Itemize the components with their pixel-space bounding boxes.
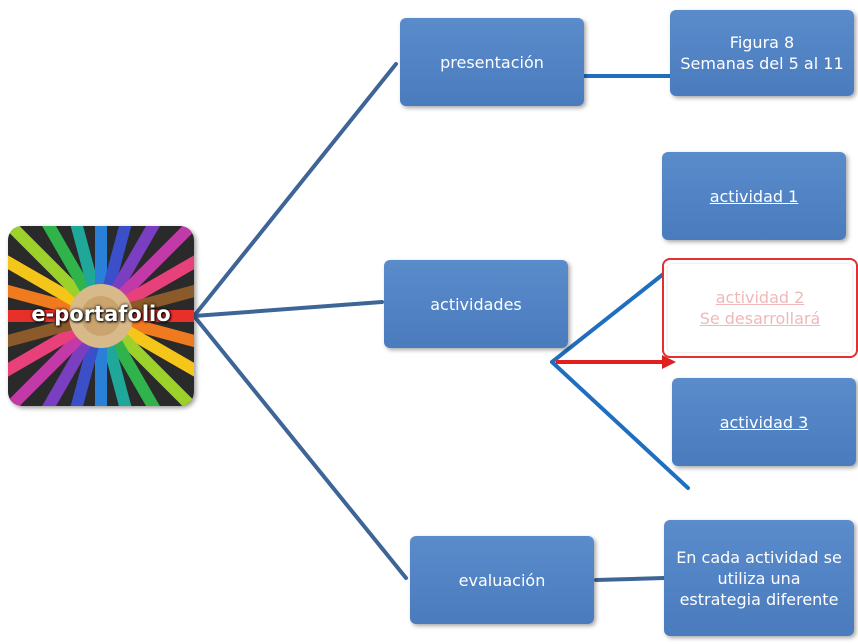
estrategia-line1: En cada actividad se <box>676 547 842 567</box>
pencil-ray <box>26 226 93 295</box>
leaf-estrategia[interactable]: En cada actividad se utiliza una estrate… <box>664 520 854 636</box>
pencil-ray <box>129 310 194 322</box>
branch-evaluacion-label: evaluación <box>458 570 546 590</box>
estrategia-line2: utiliza una <box>717 568 801 588</box>
actividad-2-line2[interactable]: Se desarrollará <box>699 309 821 328</box>
leaf-figura-line2: Semanas del 5 al 11 <box>680 54 844 73</box>
actividad-1-link[interactable]: actividad 1 <box>709 186 799 206</box>
leaf-figura-line1: Figura 8 <box>729 33 795 52</box>
pencil-ray <box>8 331 86 406</box>
branch-actividades[interactable]: actividades <box>384 260 568 348</box>
leaf-actividad-2[interactable]: actividad 2 Se desarrollará <box>662 258 858 358</box>
pencil-ray <box>8 310 73 322</box>
connector-root-evaluacion <box>192 314 408 580</box>
pencil-ray <box>122 241 194 308</box>
pencil-ray <box>8 226 86 301</box>
pencil-ray <box>8 274 76 315</box>
pencil-ray <box>126 317 194 358</box>
leaf-actividad-3[interactable]: actividad 3 <box>672 378 856 466</box>
pencil-ray <box>122 324 194 391</box>
branch-presentacion-label: presentación <box>440 52 544 72</box>
pencil-ray <box>116 331 194 406</box>
colored-pencils-icon <box>8 226 194 406</box>
pencil-ray <box>109 337 176 406</box>
pencil-ray <box>8 241 80 308</box>
pencil-ray <box>102 226 143 291</box>
highlight-arrow <box>556 355 676 369</box>
connector-actividades-actividad3 <box>550 360 690 490</box>
pencil-ray <box>59 226 100 291</box>
pencil-ray <box>26 337 93 406</box>
pencil-ray <box>95 344 107 406</box>
pencil-ray <box>8 324 80 391</box>
branch-evaluacion[interactable]: evaluación <box>410 536 594 624</box>
pencil-ray <box>126 274 194 315</box>
connector-actividades-actividad2 <box>550 262 678 364</box>
connector-root-actividades <box>192 300 384 318</box>
root-node-e-portafolio[interactable]: e-portafolio <box>8 226 194 406</box>
pencil-ray <box>95 226 107 288</box>
branch-presentacion[interactable]: presentación <box>400 18 584 106</box>
pencil-ray <box>102 341 143 406</box>
estrategia-line3: estrategia diferente <box>679 589 839 609</box>
pencil-ray <box>116 226 194 301</box>
pencil-ray <box>8 317 76 358</box>
connector-evaluacion-estrategia <box>594 576 666 582</box>
actividad-2-line1[interactable]: actividad 2 <box>715 288 805 307</box>
branch-actividades-label: actividades <box>430 294 522 314</box>
actividad-3-link[interactable]: actividad 3 <box>719 412 809 432</box>
pencil-ray <box>59 341 100 406</box>
pencil-ray <box>109 226 176 295</box>
leaf-figura[interactable]: Figura 8 Semanas del 5 al 11 <box>670 10 854 96</box>
root-label: e-portafolio <box>31 302 171 326</box>
connector-root-presentacion <box>192 62 398 318</box>
leaf-actividad-1[interactable]: actividad 1 <box>662 152 846 240</box>
